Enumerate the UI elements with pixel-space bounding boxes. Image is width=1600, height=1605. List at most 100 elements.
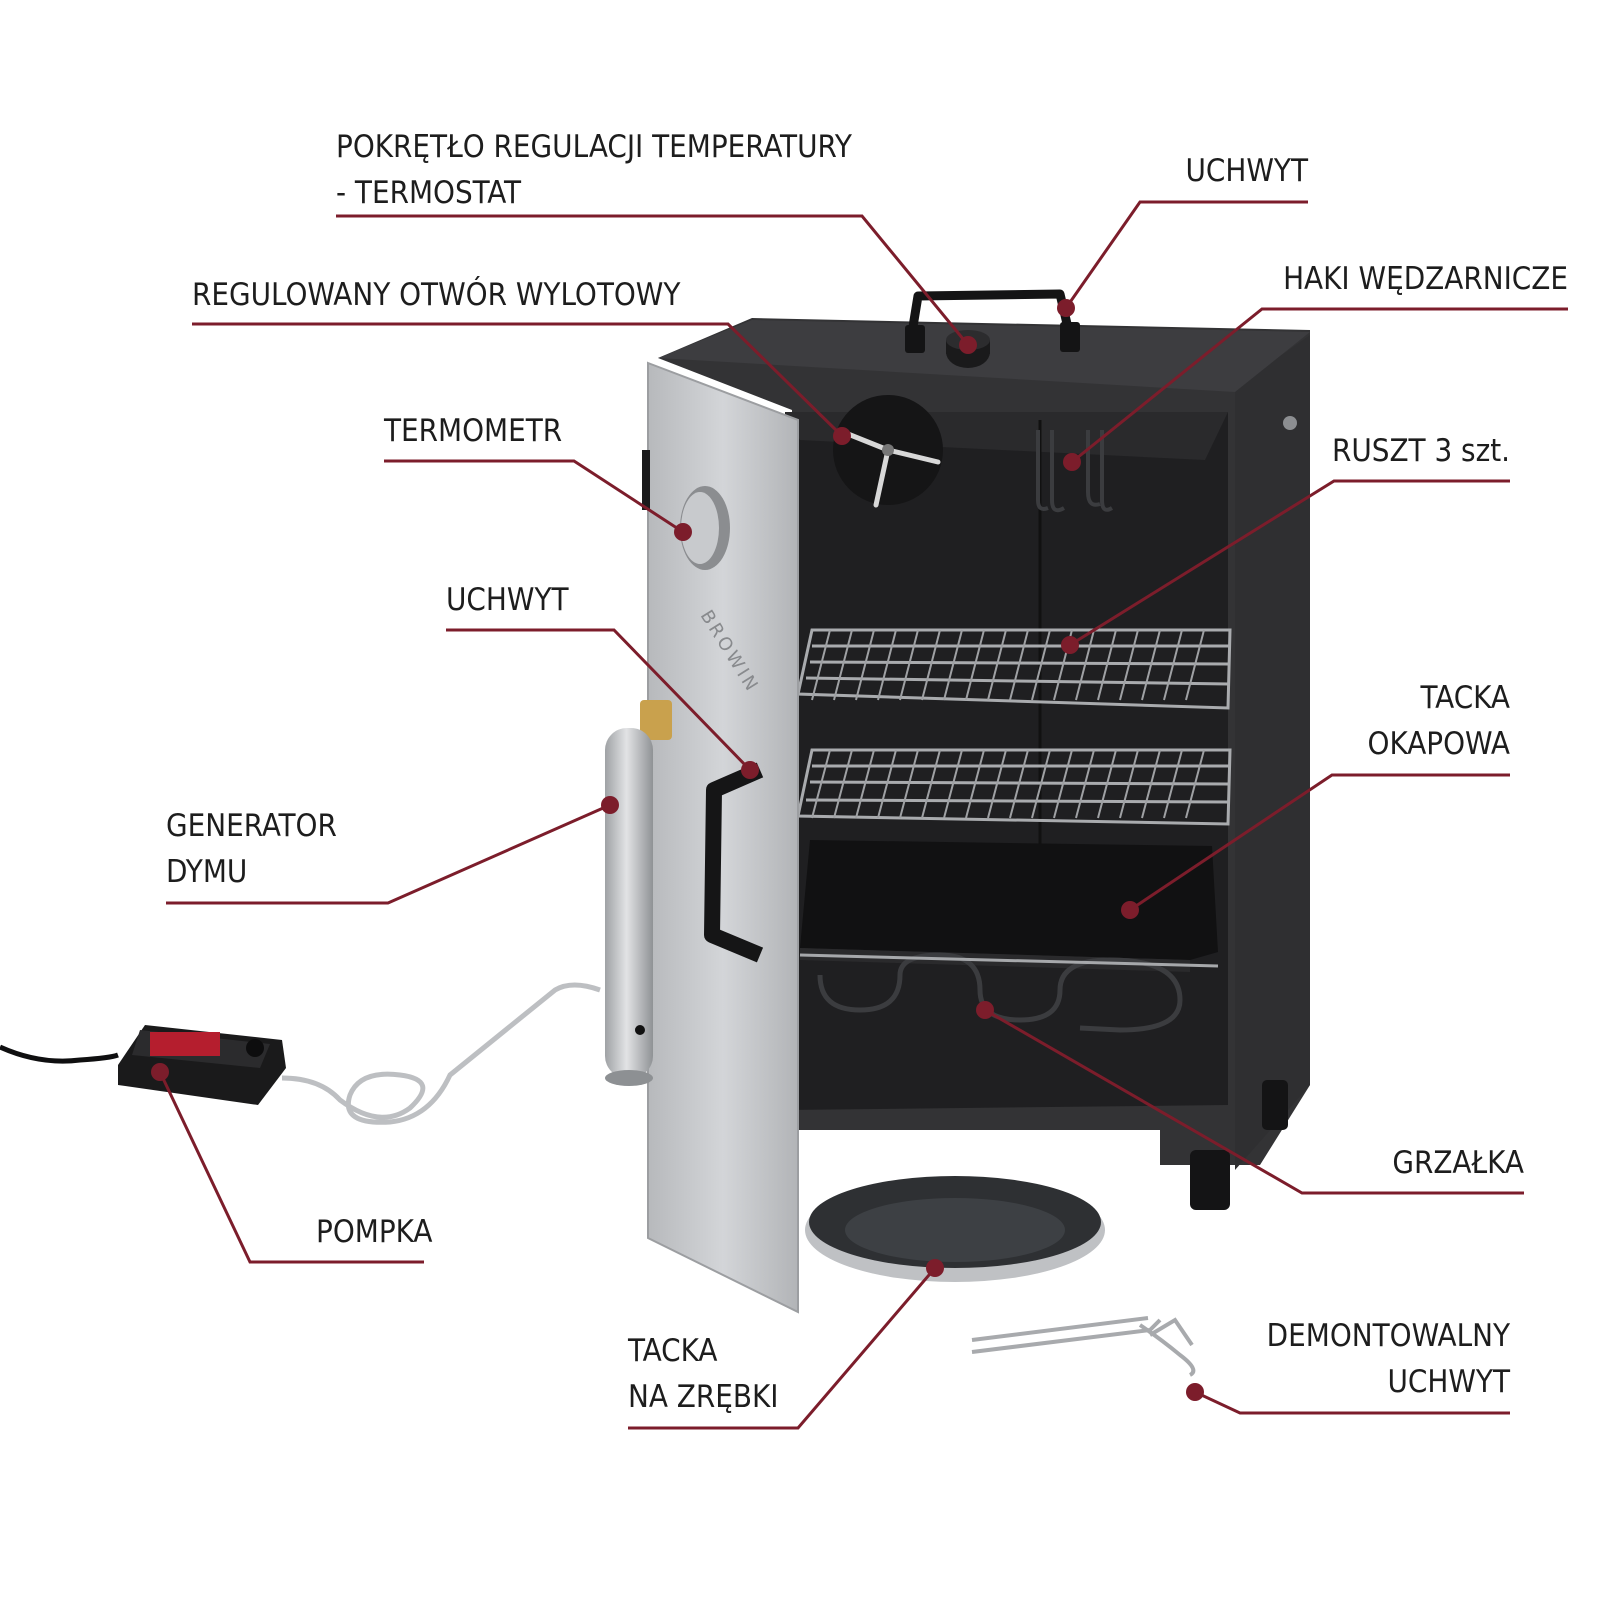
rack-bar — [965, 629, 985, 701]
leader-line — [1064, 200, 1308, 309]
leader-line — [158, 1071, 424, 1264]
leader-line — [1129, 773, 1510, 912]
rack-bar — [833, 749, 853, 819]
air-pump — [0, 1025, 286, 1105]
rack-bar — [833, 629, 853, 701]
rack-bar — [921, 749, 941, 819]
callout-dot — [1057, 299, 1075, 317]
label-thermostat: POKRĘTŁO REGULACJI TEMPERATURY - TERMOST… — [336, 124, 852, 216]
removable-handle-part — [971, 1316, 1196, 1377]
rack-bar — [1053, 749, 1073, 819]
rack-bar — [943, 749, 963, 819]
leader-lines — [158, 200, 1568, 1430]
rack-bar — [899, 629, 919, 701]
label-pump: POMPKA — [316, 1214, 433, 1250]
rack-bar — [1119, 749, 1139, 819]
label-drip-tray-line2: OKAPOWA — [1367, 726, 1510, 762]
top-handle — [905, 289, 1080, 353]
exhaust-vent — [833, 395, 943, 508]
label-removable-handle: DEMONTOWALNY UCHWYT — [1267, 1313, 1510, 1405]
leader-line — [446, 628, 752, 772]
label-removable-handle-line1: DEMONTOWALNY — [1266, 1318, 1510, 1354]
label-exhaust-vent: REGULOWANY OTWÓR WYLOTOWY — [192, 277, 681, 313]
smoke-generator — [605, 700, 672, 1086]
rack-bar — [899, 749, 919, 819]
rack-bar — [1009, 629, 1029, 701]
rack-bar — [877, 749, 897, 819]
leader-line — [192, 322, 844, 438]
label-removable-handle-line2: UCHWYT — [1387, 1364, 1510, 1400]
rack-bar — [855, 629, 875, 701]
leader-line — [336, 214, 970, 346]
label-thermostat-line1: POKRĘTŁO REGULACJI TEMPERATURY — [336, 129, 852, 165]
grill-rack — [796, 628, 1232, 710]
callout-dot — [601, 796, 619, 814]
rack-bar — [1031, 749, 1051, 819]
rack-bar — [1163, 749, 1183, 819]
rack-bar — [943, 629, 963, 701]
rack-bar — [1163, 629, 1183, 701]
callout-dot — [833, 427, 851, 445]
drip-tray — [800, 840, 1218, 972]
label-thermostat-line2: - TERMOSTAT — [336, 175, 521, 211]
leader-line — [628, 1267, 937, 1430]
air-tube — [281, 982, 601, 1125]
callout-dot — [959, 336, 977, 354]
leader-line — [166, 803, 611, 905]
leader-line — [1071, 307, 1568, 464]
rack-bar — [921, 629, 941, 701]
rack-bar — [1097, 749, 1117, 819]
callout-dot — [741, 761, 759, 779]
label-smoke-generator-line2: DYMU — [166, 854, 248, 890]
rack-bar — [965, 749, 985, 819]
rack-bar — [1009, 749, 1029, 819]
callout-dot — [976, 1001, 994, 1019]
callout-dot — [1186, 1383, 1204, 1401]
door-thermometer — [680, 486, 730, 570]
leader-line — [384, 459, 684, 534]
label-top-handle: UCHWYT — [1185, 153, 1308, 189]
callout-dots — [151, 299, 1204, 1401]
callout-dot — [1121, 901, 1139, 919]
callout-dot — [926, 1259, 944, 1277]
rack-bar — [1031, 629, 1051, 701]
rack-bar — [811, 629, 831, 701]
leader-line — [1194, 1390, 1510, 1415]
rack-bar — [1141, 749, 1161, 819]
door-handle — [704, 762, 764, 963]
cabinet-leg — [1190, 1150, 1230, 1210]
rack-bar — [1075, 629, 1095, 701]
rack-bar — [1185, 629, 1205, 701]
label-thermometer: TERMOMETR — [384, 413, 563, 449]
callout-dot — [674, 523, 692, 541]
rack-bar — [987, 749, 1007, 819]
rack-bar — [855, 749, 875, 819]
callout-dot — [1063, 453, 1081, 471]
rack-bar — [1141, 629, 1161, 701]
label-drip-tray-line1: TACKA — [1420, 680, 1510, 716]
label-door-handle: UCHWYT — [446, 582, 569, 618]
rack-bar — [987, 629, 1007, 701]
rack-bar — [877, 629, 897, 701]
leader-line — [984, 1008, 1524, 1195]
label-chip-tray-line2: NA ZRĘBKI — [628, 1379, 779, 1415]
wood-chip-pan — [805, 1176, 1105, 1282]
label-smoking-hooks: HAKI WĘDZARNICZE — [1283, 261, 1568, 297]
label-smoke-generator: GENERATOR DYMU — [166, 803, 337, 895]
rack-bar — [1119, 629, 1139, 701]
heating-element — [799, 952, 1219, 1033]
rack-bar — [1075, 749, 1095, 819]
label-racks: RUSZT 3 szt. — [1331, 433, 1510, 469]
callout-dot — [1061, 636, 1079, 654]
rack-bar — [811, 749, 831, 819]
smoking-hooks — [1036, 430, 1114, 513]
side-bolt — [1283, 416, 1297, 430]
label-drip-tray: TACKA OKAPOWA — [1368, 675, 1510, 767]
callout-dot — [151, 1063, 169, 1081]
grill-rack — [796, 748, 1232, 826]
cabinet-leg — [1262, 1080, 1288, 1130]
label-heater: GRZAŁKA — [1392, 1145, 1524, 1181]
rack-bar — [1185, 749, 1205, 819]
